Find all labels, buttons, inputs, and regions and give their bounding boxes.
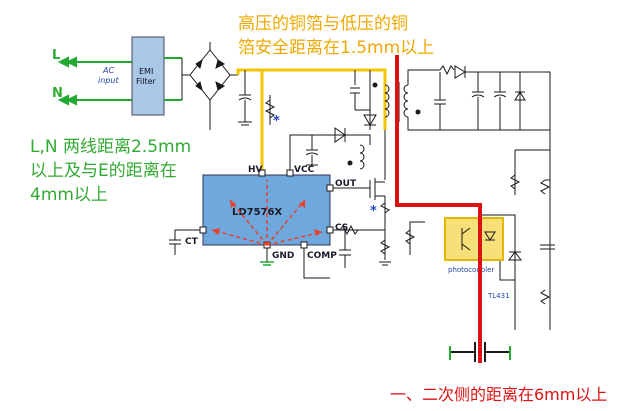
y-capacitor-ends xyxy=(449,346,511,360)
annotation-left-line2: 以上及与E的距离在 xyxy=(30,161,177,181)
isolation-barrier xyxy=(395,55,482,363)
input-arrows xyxy=(57,56,132,106)
pin-ct-label: CT xyxy=(185,237,199,247)
hv-copper-trace xyxy=(236,68,387,170)
star-1: * xyxy=(273,114,280,129)
star-2: * xyxy=(370,204,377,219)
annotation-top-line2: 箔安全距离在1.5mm以上 xyxy=(238,38,434,58)
vcc-aux-circuit xyxy=(289,127,371,170)
ic-name: LD7576X xyxy=(232,207,283,218)
emi-filter xyxy=(131,36,165,116)
annotation-left-line3: 4mm以上 xyxy=(30,185,108,205)
transformer-dot-1 xyxy=(372,82,378,88)
photocoupler-symbols xyxy=(461,227,496,251)
tl431-label: TL431 xyxy=(487,292,510,300)
label-N: N xyxy=(52,86,63,101)
gnd-arrowheads xyxy=(212,200,322,236)
pin-gnd-label: GND xyxy=(272,251,294,261)
annotation-bottom: 一、二次侧的距离在6mm以上 xyxy=(390,385,607,404)
mosfet-circuit xyxy=(330,178,391,268)
annotation-top-line1: 高压的铜箔与低压的铜 xyxy=(238,14,408,34)
label-L: L xyxy=(52,48,60,63)
bridge-rectifier xyxy=(181,42,238,130)
ct-gnd-wiring xyxy=(169,229,330,279)
ground-symbol xyxy=(260,261,274,266)
pin-vcc-label: VCC xyxy=(294,165,315,175)
bulk-capacitor xyxy=(238,70,276,126)
pin-cs-label: CS xyxy=(335,223,348,233)
pin-hv-label: HV xyxy=(248,165,263,175)
annotation-left-line1: L,N 两线距离2.5mm xyxy=(30,137,191,157)
pin-out-label: OUT xyxy=(335,179,357,189)
y-capacitor xyxy=(450,342,510,362)
transformer-dot-3 xyxy=(347,160,353,166)
label-ac-input-2: input xyxy=(98,76,119,85)
label-emi-1: EMI xyxy=(139,67,153,76)
emi-output-wires xyxy=(164,57,182,101)
label-emi-2: Filter xyxy=(136,77,157,86)
gnd-distance-arrows xyxy=(211,180,323,246)
primary-circuit xyxy=(350,70,409,180)
label-ac-input-1: AC xyxy=(102,66,114,75)
photocoupler-label: photocoupler xyxy=(448,266,494,274)
pin-comp-label: COMP xyxy=(307,251,337,261)
photocoupler xyxy=(444,217,504,261)
transformer-dot-2 xyxy=(415,109,421,115)
